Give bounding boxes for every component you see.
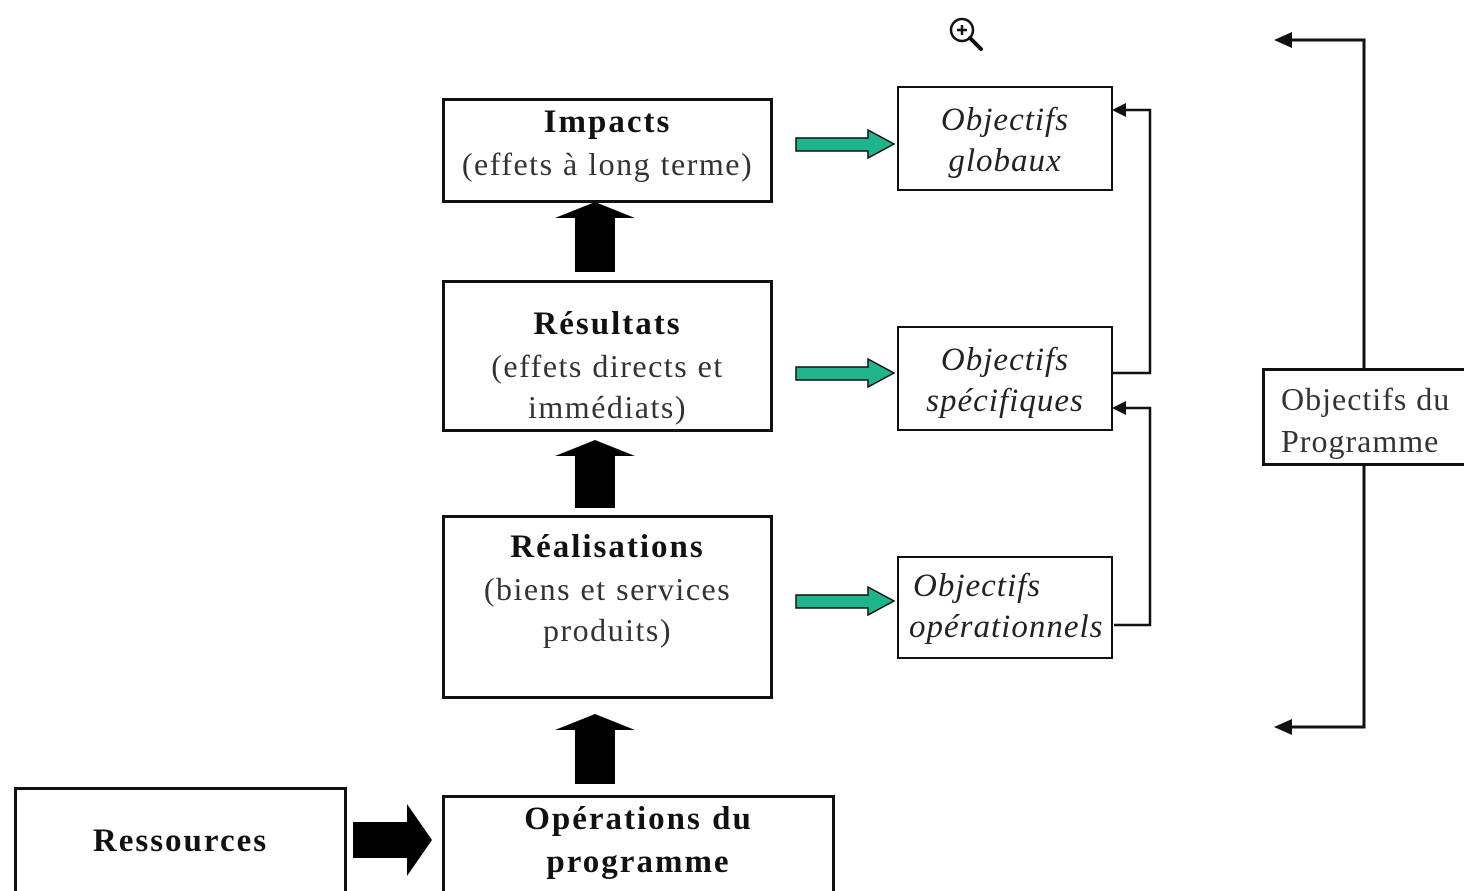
objectifs-programme-line2: Programme: [1281, 422, 1440, 459]
realisations-box: Réalisations (biens et services produits…: [442, 515, 773, 699]
objectifs-globaux-line1: Objectifs: [940, 102, 1070, 138]
resultats-subtitle-line2: immédiats): [528, 389, 687, 426]
arrow-up-operations-to-realisations: [555, 714, 635, 784]
realisations-title: Réalisations: [510, 529, 705, 565]
impacts-subtitle: (effets à long terme): [461, 145, 754, 182]
operations-box: Opérations du programme: [442, 795, 835, 891]
bracket-arrowhead-top: [1274, 32, 1292, 48]
operations-title-line2: programme: [546, 843, 731, 880]
objectifs-operationnels-box: Objectifs opérationnels: [897, 556, 1113, 659]
impacts-title: Impacts: [543, 104, 672, 140]
green-arrow-realisations: [795, 585, 896, 617]
objectifs-operationnels-line2: opérationnels: [909, 609, 1104, 646]
resultats-subtitle-line1: (effets directs et: [491, 347, 724, 384]
green-arrow-resultats: [795, 357, 896, 389]
objectifs-specifiques-box: Objectifs spécifiques: [897, 326, 1113, 431]
objectifs-operationnels-line1: Objectifs: [913, 568, 1042, 604]
objectifs-specifiques-line1: Objectifs: [940, 342, 1070, 378]
objectifs-globaux-line2: globaux: [948, 143, 1062, 180]
programme-bracket: [1290, 38, 1366, 729]
resultats-title: Résultats: [533, 306, 682, 342]
arrow-up-resultats-to-impacts: [555, 202, 635, 272]
ressources-title: Ressources: [92, 823, 269, 859]
objectifs-specifiques-line2: spécifiques: [926, 383, 1084, 420]
connector-arrowhead-globaux: [1112, 103, 1126, 117]
connector-arrowhead-specifiques: [1112, 401, 1126, 415]
green-arrow-impacts: [795, 128, 896, 160]
objectifs-globaux-box: Objectifs globaux: [897, 86, 1113, 191]
objectifs-programme-line1: Objectifs du: [1281, 381, 1451, 417]
arrow-right-ressources-to-operations: [353, 804, 432, 876]
arrow-up-realisations-to-resultats: [555, 440, 635, 508]
realisations-subtitle-line2: produits): [542, 612, 673, 649]
zoom-in-icon[interactable]: [945, 14, 985, 54]
objectifs-programme-box: Objectifs du Programme: [1262, 368, 1464, 466]
resultats-box: Résultats (effets directs et immédiats): [442, 280, 773, 432]
objectives-connectors: [1112, 108, 1152, 627]
impacts-box: Impacts (effets à long terme): [442, 98, 773, 203]
realisations-subtitle-line1: (biens et services: [483, 570, 732, 607]
operations-title-line1: Opérations du: [524, 801, 753, 837]
ressources-box: Ressources: [14, 787, 347, 891]
bracket-arrowhead-bottom: [1274, 719, 1292, 735]
